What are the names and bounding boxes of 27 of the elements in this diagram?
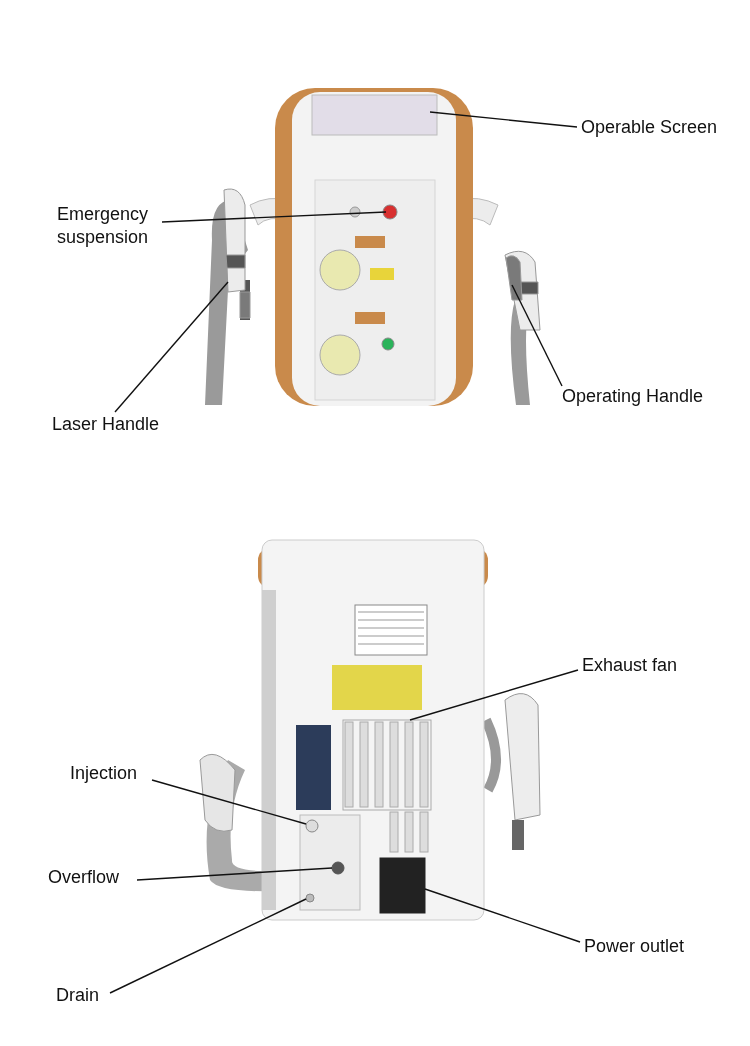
leader-line	[151, 779, 307, 825]
port	[305, 819, 319, 833]
power-socket	[379, 857, 426, 914]
display-screen	[311, 94, 438, 136]
callout-label: Laser Handle	[52, 413, 182, 436]
leader-line	[409, 669, 579, 721]
leader-line	[429, 111, 578, 128]
handpiece	[223, 188, 251, 319]
callout-label: Overflow	[48, 866, 138, 889]
leader-line	[424, 888, 581, 943]
leader-line	[109, 898, 307, 994]
port	[331, 861, 345, 875]
callout-label: Emergency suspension	[57, 203, 167, 249]
stop-button	[382, 204, 398, 220]
vent-grille	[342, 719, 432, 811]
callout-label: Injection	[70, 762, 160, 785]
callout-label: Operable Screen	[581, 116, 741, 139]
leader-line	[114, 281, 229, 413]
callout-label: Operating Handle	[562, 385, 732, 408]
leader-line	[136, 867, 333, 881]
callout-label: Drain	[56, 984, 116, 1007]
leader-line	[511, 284, 563, 387]
leader-line	[161, 211, 387, 223]
callout-label: Power outlet	[584, 935, 714, 958]
callout-label: Exhaust fan	[582, 654, 722, 677]
port	[305, 893, 315, 903]
handpiece	[504, 250, 541, 331]
